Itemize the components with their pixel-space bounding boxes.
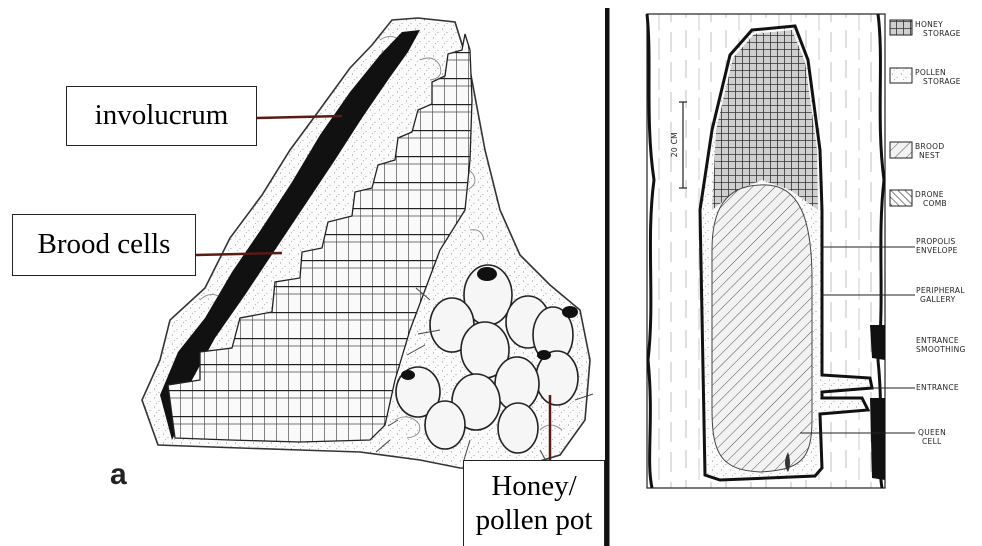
callout-peripheral: PERIPHERAL GALLERY bbox=[916, 286, 965, 305]
legend-honey: HONEY STORAGE bbox=[915, 20, 961, 39]
brood-cells-label: Brood cells bbox=[12, 214, 196, 276]
callout-propolis-line2: ENVELOPE bbox=[916, 246, 958, 255]
legend-swatch-pollen bbox=[890, 68, 912, 83]
pot-label-line2: pollen pot bbox=[476, 504, 593, 537]
legend-swatch-drone bbox=[890, 190, 912, 206]
scale-label: 20 CM bbox=[670, 132, 679, 157]
callout-propolis: PROPOLIS ENVELOPE bbox=[916, 237, 958, 256]
legend-swatch-honey bbox=[890, 20, 912, 35]
panel-a-letter: a bbox=[110, 458, 127, 492]
callout-smoothing-line2: SMOOTHING bbox=[916, 345, 966, 354]
legend-brood: BROOD NEST bbox=[915, 142, 944, 161]
callout-queen-line2: CELL bbox=[918, 437, 946, 446]
callout-queen-line1: QUEEN bbox=[918, 428, 946, 437]
legend-pollen-line1: POLLEN bbox=[915, 68, 961, 77]
honey-pollen-pot-label: Honey/ pollen pot bbox=[463, 460, 605, 546]
legend-honey-line1: HONEY bbox=[915, 20, 961, 29]
legend-brood-line1: BROOD bbox=[915, 142, 944, 151]
callout-smoothing-line1: ENTRANCE bbox=[916, 336, 966, 345]
hive-section bbox=[647, 14, 915, 488]
callout-entrance: ENTRANCE bbox=[916, 383, 959, 392]
legend-pollen: POLLEN STORAGE bbox=[915, 68, 961, 87]
legend-drone-line1: DRONE bbox=[915, 190, 947, 199]
callout-smoothing: ENTRANCE SMOOTHING bbox=[916, 336, 966, 355]
callout-peripheral-line2: GALLERY bbox=[916, 295, 965, 304]
legend-drone: DRONE COMB bbox=[915, 190, 947, 209]
legend-drone-line2: COMB bbox=[915, 199, 947, 208]
brood-nest bbox=[712, 185, 812, 472]
legend-honey-line2: STORAGE bbox=[915, 29, 961, 38]
legend-swatch-brood bbox=[890, 142, 912, 158]
involucrum-label: involucrum bbox=[66, 86, 257, 146]
pot-label-line1: Honey/ bbox=[491, 470, 576, 503]
legend-pollen-line2: STORAGE bbox=[915, 77, 961, 86]
callout-peripheral-line1: PERIPHERAL bbox=[916, 286, 965, 295]
legend-brood-line2: NEST bbox=[915, 151, 944, 160]
panel-divider bbox=[605, 8, 610, 546]
callout-propolis-line1: PROPOLIS bbox=[916, 237, 958, 246]
callout-queen: QUEEN CELL bbox=[918, 428, 946, 447]
